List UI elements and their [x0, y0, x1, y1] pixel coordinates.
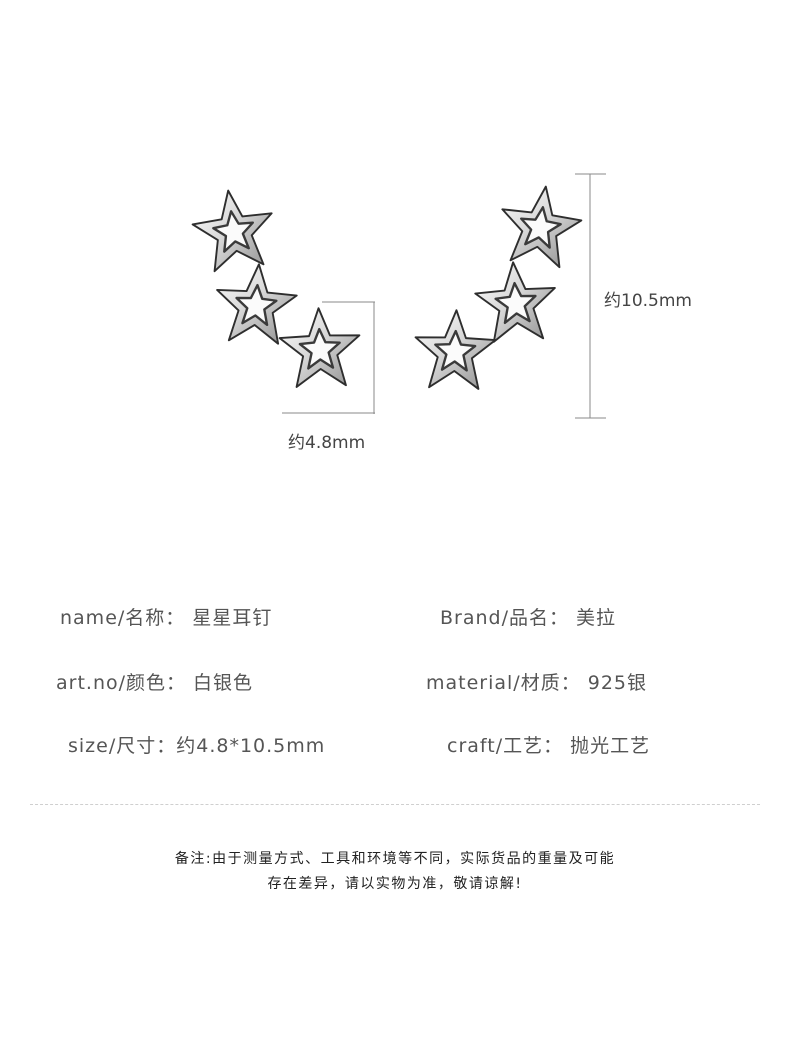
right-star-middle — [472, 258, 560, 344]
spec-artno: art.no/颜色： 白银色 — [56, 672, 254, 694]
right-star-top — [494, 179, 587, 271]
height-dimension-bracket — [575, 173, 606, 419]
spec-craft: craft/工艺： 抛光工艺 — [447, 735, 651, 757]
product-illustration — [187, 173, 606, 419]
spec-name: name/名称： 星星耳钉 — [60, 607, 273, 629]
right-star-bottom — [412, 307, 498, 391]
spec-material: material/材质： 925银 — [426, 672, 648, 694]
left-star-bottom — [277, 305, 363, 389]
width-label: 约4.8mm — [288, 433, 366, 453]
right-earring — [412, 179, 587, 391]
left-star-top — [187, 183, 280, 275]
note-line-1: 备注:由于测量方式、工具和环境等不同，实际货品的重量及可能 — [174, 851, 616, 867]
left-earring — [187, 183, 363, 389]
width-dimension-bracket — [282, 301, 375, 414]
spec-size: size/尺寸：约4.8*10.5mm — [68, 735, 326, 757]
left-star-middle — [212, 260, 300, 346]
spec-brand: Brand/品名： 美拉 — [440, 607, 617, 629]
height-label: 约10.5mm — [604, 291, 692, 311]
note-line-2: 存在差异，请以实物为准，敬请谅解! — [267, 876, 523, 892]
dashed-divider — [30, 804, 760, 805]
